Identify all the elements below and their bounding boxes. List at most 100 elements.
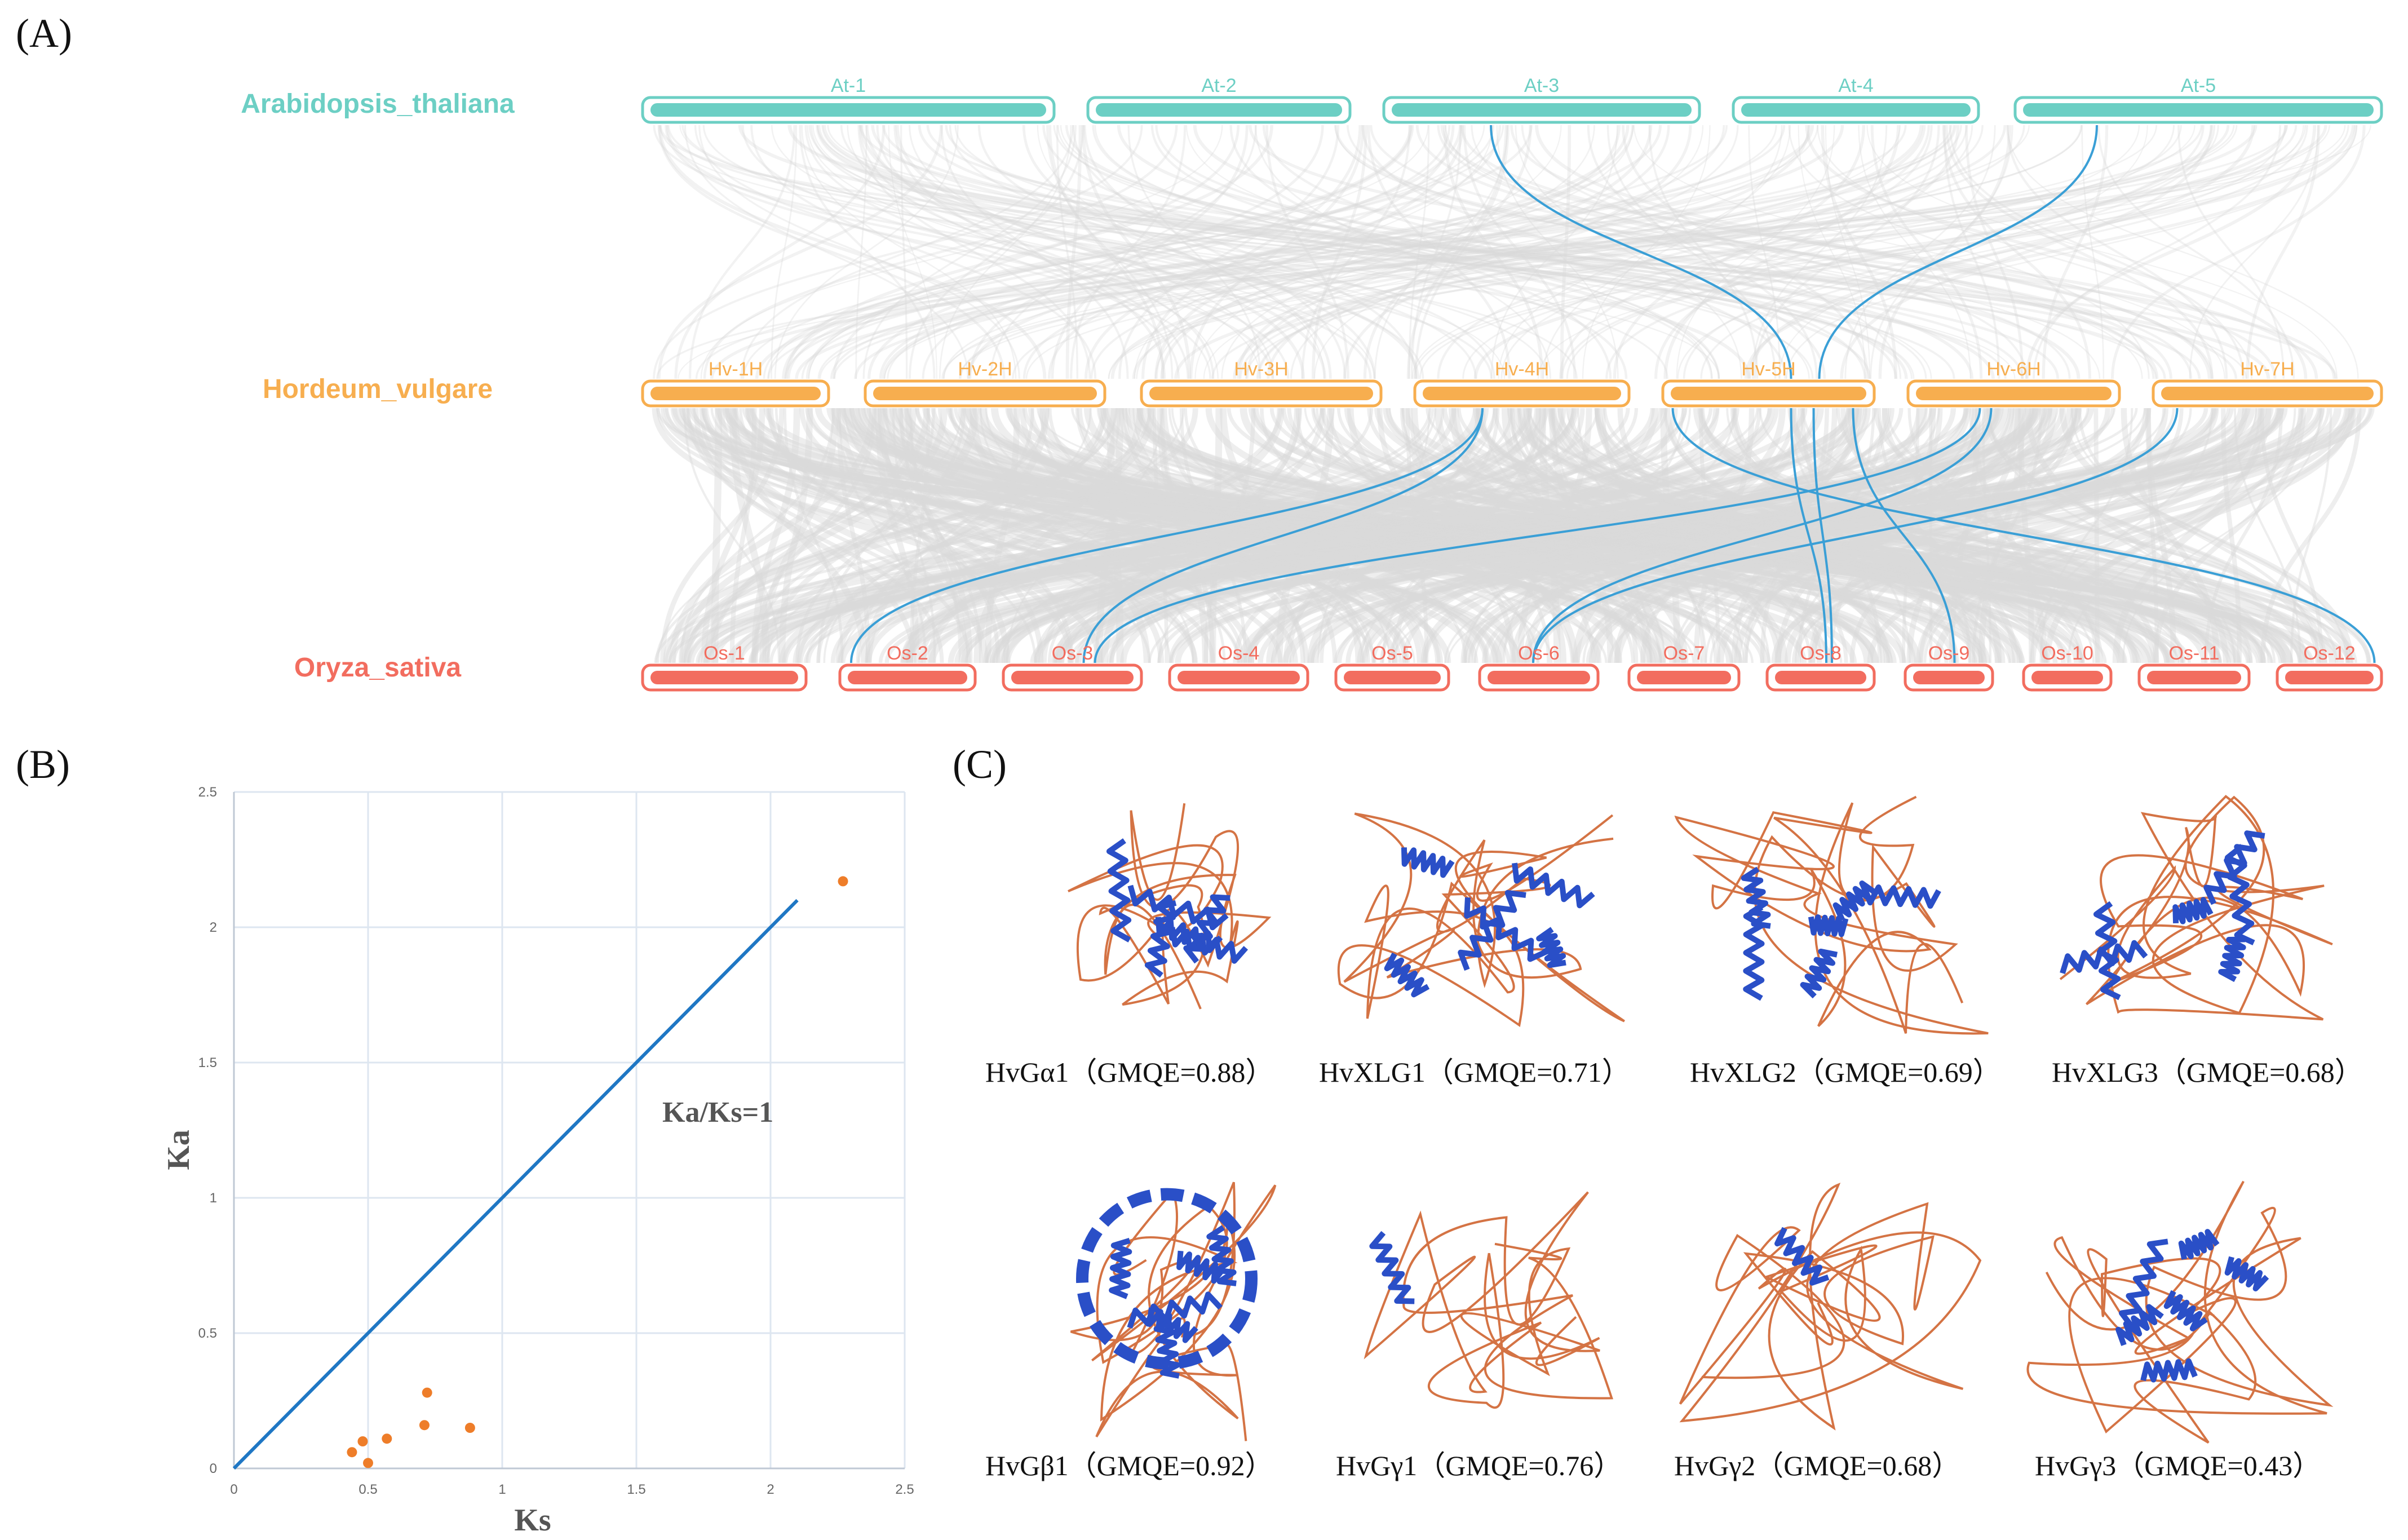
background-link	[1771, 408, 2351, 663]
background-link	[703, 408, 948, 663]
background-link	[1437, 125, 2155, 379]
background-link	[1304, 408, 2048, 663]
background-link	[909, 125, 1274, 379]
highlighted-link	[1812, 408, 1833, 663]
background-link	[688, 125, 796, 379]
background-link	[787, 125, 2166, 379]
background-link	[808, 408, 1665, 663]
highlighted-link	[1532, 408, 1993, 663]
chromosome-bar	[1913, 671, 1985, 684]
chromosome-bar	[1671, 387, 1866, 400]
background-link	[797, 408, 1283, 663]
background-link	[1542, 125, 1783, 379]
background-link	[1127, 125, 1261, 379]
background-link	[1052, 408, 2282, 663]
background-link	[1744, 125, 2357, 379]
background-link	[1157, 408, 1209, 663]
background-link	[882, 408, 1410, 663]
background-link	[1401, 408, 2336, 663]
background-link	[1132, 408, 1391, 663]
background-link	[679, 408, 2025, 663]
background-link	[1287, 408, 1916, 663]
background-link	[1410, 125, 1462, 379]
background-link	[774, 125, 959, 379]
helix-segment	[2140, 1358, 2198, 1383]
background-link	[928, 408, 1999, 663]
background-link	[887, 125, 1777, 379]
helix-segment	[2119, 1238, 2168, 1330]
background-link	[2070, 408, 2348, 663]
background-link	[1243, 408, 1957, 663]
background-link	[1233, 408, 1585, 663]
background-link	[1675, 408, 2081, 663]
background-link	[878, 408, 2040, 663]
background-link	[1058, 408, 1739, 663]
background-link	[740, 125, 1074, 379]
background-link	[771, 125, 798, 379]
background-link	[2290, 408, 2332, 663]
background-link	[1693, 408, 1755, 663]
caption-hvggamma1: HvGγ1（GMQE=0.76）	[1336, 1450, 1622, 1481]
background-link	[899, 408, 982, 663]
background-link	[1648, 125, 1759, 379]
background-link	[1109, 408, 1566, 663]
background-link	[1464, 408, 2110, 663]
background-link	[915, 408, 1807, 663]
background-link	[1307, 408, 1659, 663]
background-link	[686, 408, 1240, 663]
helix-segment	[2224, 844, 2255, 945]
background-link	[1511, 408, 1797, 663]
background-link	[767, 125, 1957, 379]
background-link	[835, 408, 1155, 663]
background-link	[2044, 408, 2272, 663]
background-link	[1336, 408, 2065, 663]
background-link	[1094, 125, 1720, 379]
background-link	[1943, 125, 2000, 379]
background-link	[1557, 408, 2350, 663]
background-link	[667, 125, 1955, 379]
background-link	[985, 408, 1020, 663]
background-link	[1840, 125, 2213, 379]
background-link	[665, 408, 1323, 663]
background-link	[1949, 408, 1981, 663]
background-link	[1051, 125, 1249, 379]
background-link	[1098, 408, 1645, 663]
background-link	[1003, 408, 1865, 663]
background-link	[941, 125, 2238, 379]
background-link	[968, 125, 1324, 379]
background-link	[822, 125, 1995, 379]
background-link	[652, 408, 1198, 663]
background-link	[1357, 408, 1867, 663]
background-link	[657, 408, 963, 663]
background-link	[830, 125, 1907, 379]
background-link	[2234, 408, 2301, 663]
coil-segment	[1679, 1183, 1982, 1431]
background-link	[805, 125, 1414, 379]
background-link	[2033, 125, 2282, 379]
beta-propeller	[1076, 1188, 1258, 1370]
background-link	[2006, 125, 2228, 379]
background-link	[1132, 125, 2007, 379]
background-link	[931, 408, 2071, 663]
background-link	[866, 408, 2232, 663]
background-link	[1608, 408, 2330, 663]
background-link	[2067, 408, 2296, 663]
background-link	[1110, 125, 1923, 379]
background-link	[927, 408, 1285, 663]
scatter-point	[838, 876, 848, 887]
background-link	[1517, 408, 2138, 663]
protein-structure-grid	[1068, 795, 2334, 1444]
background-link	[1237, 125, 1653, 379]
background-link	[1829, 408, 1936, 663]
background-link	[1498, 125, 1791, 379]
background-link	[942, 125, 1818, 379]
background-link	[1012, 125, 1962, 379]
background-link	[706, 408, 2116, 663]
background-link	[1660, 408, 1680, 663]
background-link	[940, 125, 1129, 379]
background-link	[1260, 408, 1574, 663]
background-link	[878, 408, 1001, 663]
helix-segment	[1536, 927, 1566, 968]
x-tick-label: 2.5	[895, 1482, 914, 1497]
